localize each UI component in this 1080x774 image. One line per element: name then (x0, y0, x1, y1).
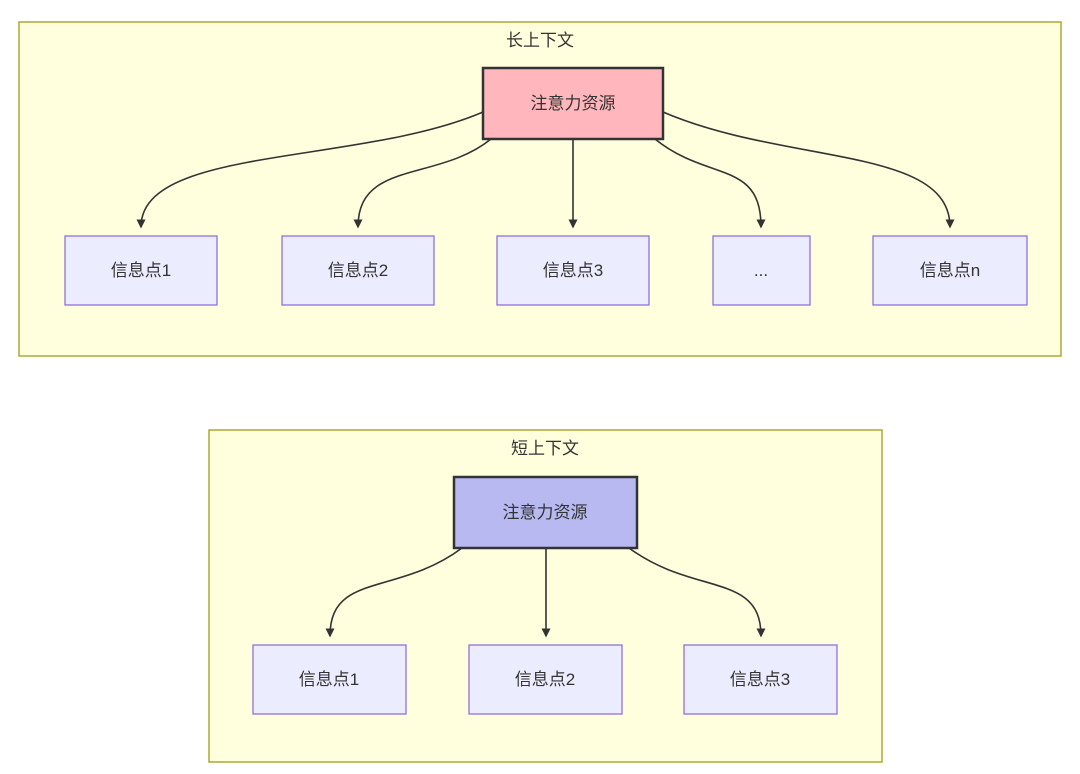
edge-long-root-to-ellipsis (654, 138, 766, 229)
short-attention-node: 注意力资源 (452, 475, 639, 550)
long-info-rect-ellipsis (712, 235, 811, 306)
long-info-node-1: 信息点1 (64, 235, 218, 306)
long-info-node-ellipsis: ... (712, 235, 811, 306)
edge-short-root-to-info1 (325, 547, 463, 638)
long-info-label-n: 信息点n (920, 261, 980, 280)
short-info-rect-2 (468, 644, 623, 715)
short-context-cluster: 短上下文 注意力资源 信息点1 信息点2 信息点3 (208, 429, 883, 763)
short-info-label-1: 信息点1 (299, 670, 359, 689)
long-info-label-1: 信息点1 (111, 261, 171, 280)
long-info-node-2: 信息点2 (281, 235, 435, 306)
long-attention-label: 注意力资源 (531, 94, 616, 113)
long-context-title: 长上下文 (506, 31, 574, 50)
long-info-label-ellipsis: ... (754, 261, 768, 280)
long-info-rect-n (872, 235, 1028, 306)
edge-long-root-to-info1 (136, 111, 484, 229)
long-info-rect-1 (64, 235, 218, 306)
long-attention-rect (481, 66, 665, 141)
short-info-rect-3 (683, 644, 838, 715)
short-context-edges (325, 547, 766, 638)
long-info-node-3: 信息点3 (496, 235, 650, 306)
short-info-node-1: 信息点1 (252, 644, 407, 715)
long-attention-node: 注意力资源 (481, 66, 665, 141)
long-info-node-n: 信息点n (872, 235, 1028, 306)
short-info-node-3: 信息点3 (683, 644, 838, 715)
short-attention-rect (452, 475, 639, 550)
long-info-label-2: 信息点2 (328, 261, 388, 280)
long-info-rect-3 (496, 235, 650, 306)
long-context-cluster: 长上下文 注意力资源 信息点1 信息点2 信息点3 . (18, 21, 1062, 357)
edge-short-root-to-info3 (628, 547, 766, 638)
short-info-label-2: 信息点2 (515, 670, 575, 689)
edge-long-root-to-infon (662, 111, 955, 229)
long-context-edges (136, 111, 955, 229)
long-info-rect-2 (281, 235, 435, 306)
long-info-label-3: 信息点3 (543, 261, 603, 280)
short-attention-label: 注意力资源 (503, 503, 588, 522)
short-info-label-3: 信息点3 (730, 670, 790, 689)
short-context-title: 短上下文 (511, 439, 579, 458)
short-info-node-2: 信息点2 (468, 644, 623, 715)
short-info-rect-1 (252, 644, 407, 715)
edge-long-root-to-info2 (353, 138, 492, 229)
